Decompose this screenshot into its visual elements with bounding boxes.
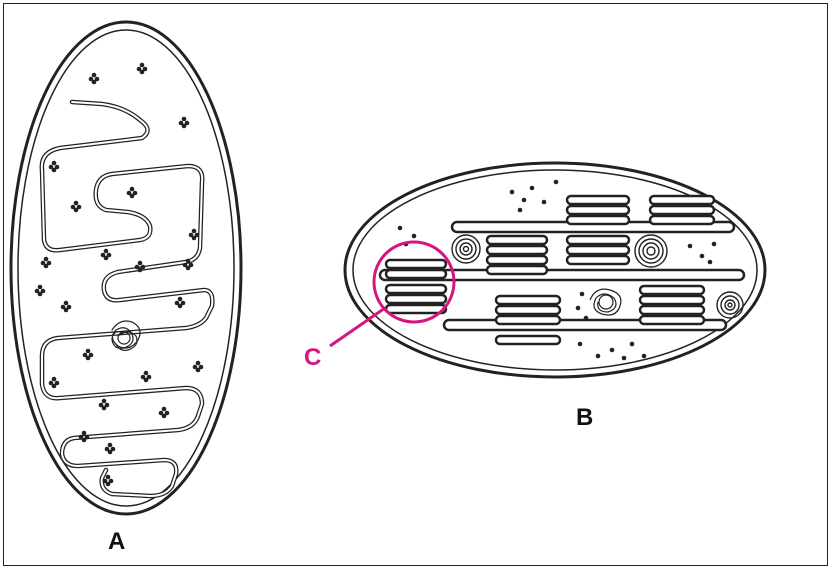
organelle-b-spirals: [451, 234, 744, 319]
granule-cluster: [104, 442, 116, 455]
organelle-b-inner-membrane: [352, 169, 758, 371]
organelle-a-outer-membrane: [9, 20, 243, 516]
granule-dot: [579, 291, 585, 297]
granule-dot: [521, 197, 527, 203]
granule-dot: [687, 243, 693, 249]
granule-cluster: [178, 116, 190, 129]
granule-dot: [577, 341, 583, 347]
organelle-a-granules: [34, 62, 204, 487]
highlight-c: [329, 240, 456, 348]
granule-dot: [583, 315, 589, 321]
figure-frame: [3, 3, 828, 566]
organelle-b-grana: [384, 194, 716, 346]
granule-cluster: [188, 228, 200, 241]
granule-cluster: [88, 72, 100, 85]
highlight-c-circle: [372, 240, 456, 324]
organelle-a-cristae-inner: [40, 101, 214, 497]
granule-dot: [411, 233, 417, 239]
granule-dot: [517, 207, 523, 213]
granule-cluster: [140, 370, 152, 383]
granule-cluster: [70, 200, 82, 213]
organelle-a-dna: [111, 320, 141, 351]
granule-cluster: [98, 398, 110, 411]
granule-cluster: [174, 296, 186, 309]
granule-cluster: [78, 430, 90, 443]
organelle-b-dna: [589, 288, 622, 316]
organelle-b-granules: [397, 179, 717, 361]
label-b: B: [576, 404, 594, 431]
organelle-a: [9, 20, 243, 516]
granule-cluster: [192, 360, 204, 373]
granule-dot: [711, 241, 717, 247]
granule-dot: [575, 305, 581, 311]
granule-dot: [553, 179, 559, 185]
granule-cluster: [182, 258, 194, 271]
granule-cluster: [100, 248, 112, 261]
granule-dot: [595, 353, 601, 359]
granum-stack: [638, 284, 706, 326]
granule-dot: [609, 347, 615, 353]
granum-stack: [565, 234, 631, 266]
granum-stack: [494, 334, 562, 346]
granule-dot: [621, 355, 627, 361]
granule-cluster: [136, 62, 148, 75]
granule-dot: [509, 189, 515, 195]
granule-cluster: [34, 284, 46, 297]
granule-dot: [641, 353, 647, 359]
highlight-c-pointer: [329, 306, 386, 348]
label-a: A: [108, 528, 126, 555]
granule-dot: [529, 185, 535, 191]
granule-cluster: [48, 376, 60, 389]
organelle-b: [343, 161, 767, 379]
granule-cluster: [134, 260, 146, 273]
granule-cluster: [48, 160, 60, 173]
granule-cluster: [40, 256, 52, 269]
granum-stack: [648, 194, 716, 226]
granum-stack: [494, 294, 562, 326]
granule-dot: [629, 341, 635, 347]
granule-cluster: [126, 186, 138, 199]
granule-dot: [707, 259, 713, 265]
granule-cluster: [60, 300, 72, 313]
granum-stack: [384, 258, 448, 280]
granule-dot: [541, 199, 547, 205]
granule-cluster: [158, 406, 170, 419]
granum-stack: [485, 234, 549, 276]
granule-cluster: [82, 348, 94, 361]
organelle-a-inner-membrane: [17, 29, 235, 507]
granule-cluster: [102, 474, 114, 487]
organelle-b-outer-membrane: [343, 161, 767, 379]
granum-stack: [565, 194, 631, 226]
granule-dot: [699, 253, 705, 259]
granum-stack: [384, 283, 448, 315]
label-c: C: [304, 344, 322, 371]
granule-dot: [397, 225, 403, 231]
